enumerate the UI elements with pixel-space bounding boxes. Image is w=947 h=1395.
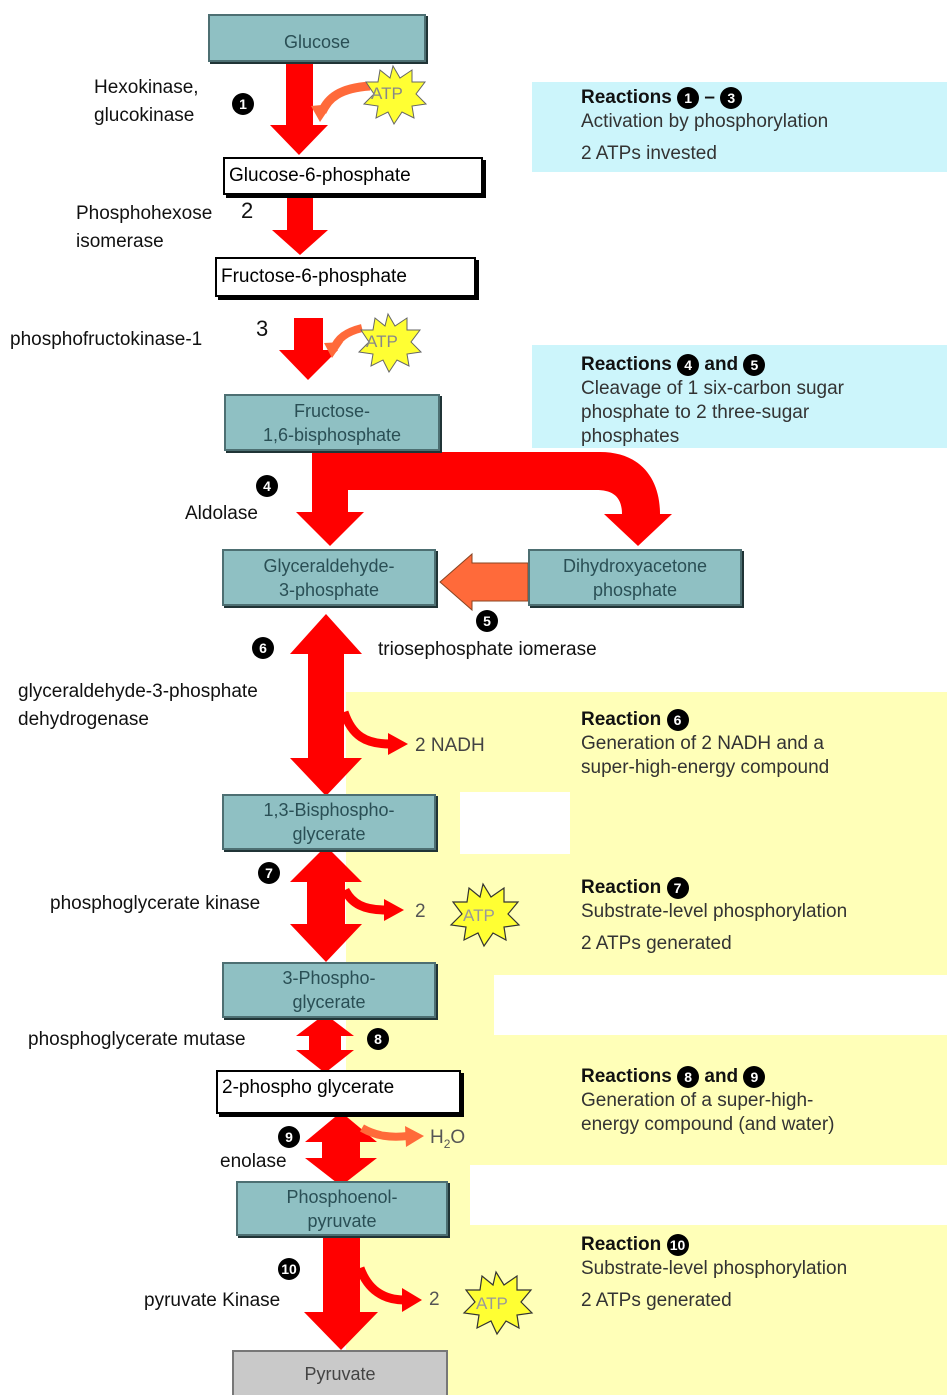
enzyme-phosphoglycerate-mutase: phosphoglycerate mutase <box>28 1029 246 1050</box>
box-fructose-1-6-bisphosphate: Fructose-1,6-bisphosphate <box>224 394 440 451</box>
arrow-step-9 <box>305 1112 377 1186</box>
panel-reactions-6-10 <box>346 692 947 1395</box>
arrow-step-2 <box>272 197 328 255</box>
note-reaction-10: Reaction 10 Substrate-level phosphorylat… <box>581 1233 848 1311</box>
note-reactions-4-5: Reactions 4 and 5 Cleavage of 1 six-carb… <box>581 353 844 447</box>
step-number-3: 3 <box>256 316 269 341</box>
atp-label-10: ATP <box>476 1294 508 1313</box>
box-glucose: Glucose <box>208 14 426 62</box>
step-badge-10: 10 <box>278 1258 300 1280</box>
box-fructose-6-phosphate: Fructose-6-phosphate <box>215 257 476 297</box>
atp-burst-3 <box>357 312 423 373</box>
atp-burst-1 <box>362 64 428 125</box>
step-number-2: 2 <box>241 198 254 223</box>
box-pyruvate: Pyruvate <box>232 1350 448 1395</box>
arrow-atp-out-10 <box>355 1266 405 1305</box>
step-badge-1: 1 <box>232 93 254 115</box>
arrow-step-7 <box>290 846 362 962</box>
enzyme-phosphofructokinase: phosphofructokinase-1 <box>10 329 203 350</box>
box-3-phosphoglycerate: 3-Phospho-glycerate <box>222 962 436 1018</box>
step-badge-5: 5 <box>476 610 498 632</box>
arrow-atp-out-7 <box>340 887 387 915</box>
enzyme-aldolase: Aldolase <box>185 503 258 524</box>
arrow-step-8 <box>296 1014 354 1073</box>
arrow-step-6 <box>290 614 362 796</box>
atp-count-7: 2 <box>415 901 426 922</box>
enzyme-triosephosphate-isomerase: triosephosphate iomerase <box>378 639 597 660</box>
arrow-step-3 <box>279 318 338 380</box>
arrow-nadh-out <box>339 710 391 749</box>
step-badge-8: 8 <box>367 1028 389 1050</box>
enzyme-hexokinase: Hexokinase,glucokinase <box>94 77 199 126</box>
atp-label-3: ATP <box>366 332 398 351</box>
enzyme-phosphoglycerate-kinase: phosphoglycerate kinase <box>50 893 261 914</box>
h2o-label: H2O <box>430 1127 466 1151</box>
enzyme-enolase: enolase <box>220 1151 287 1172</box>
panel-gap-3 <box>470 1165 947 1225</box>
note-reactions-1-3: Reactions 1 – 3 Activation by phosphoryl… <box>581 86 829 164</box>
box-glucose-6-phosphate: Glucose-6-phosphate <box>223 157 483 195</box>
step-badge-6: 6 <box>252 637 274 659</box>
panel-gap-2 <box>494 975 947 1035</box>
arrow-step-5 <box>439 552 529 612</box>
arrow-step-1 <box>270 62 328 155</box>
arrow-step-4-right <box>346 452 672 546</box>
box-phosphoenolpyruvate: Phosphoenol-pyruvate <box>236 1181 448 1236</box>
atp-count-10: 2 <box>429 1289 440 1310</box>
atp-burst-7 <box>449 882 521 948</box>
arrow-step-10 <box>304 1236 378 1350</box>
atp-label-1: ATP <box>371 84 403 103</box>
panel-gap-1 <box>460 792 570 854</box>
note-reactions-8-9: Reactions 8 and 9 Generation of a super-… <box>581 1065 835 1135</box>
enzyme-pyruvate-kinase: pyruvate Kinase <box>144 1290 281 1311</box>
atp-burst-10 <box>462 1270 534 1336</box>
note-reaction-7: Reaction 7 Substrate-level phosphorylati… <box>581 876 848 954</box>
step-badge-7: 7 <box>258 862 280 884</box>
box-1-3-bisphosphoglycerate: 1,3-Bisphospho-glycerate <box>222 794 436 850</box>
box-glyceraldehyde-3-phosphate: Glyceraldehyde-3-phosphate <box>222 549 436 606</box>
note-reaction-6: Reaction 6 Generation of 2 NADH and a su… <box>581 708 830 778</box>
nadh-label: 2 NADH <box>415 735 485 756</box>
box-2-phosphoglycerate: 2-phospho glycerate <box>216 1070 461 1114</box>
arrow-h2o-out <box>360 1124 409 1141</box>
step-badge-9: 9 <box>278 1126 300 1148</box>
atp-label-7: ATP <box>463 906 495 925</box>
step-badge-4: 4 <box>256 475 278 497</box>
panel-reactions-4-5 <box>532 345 947 448</box>
